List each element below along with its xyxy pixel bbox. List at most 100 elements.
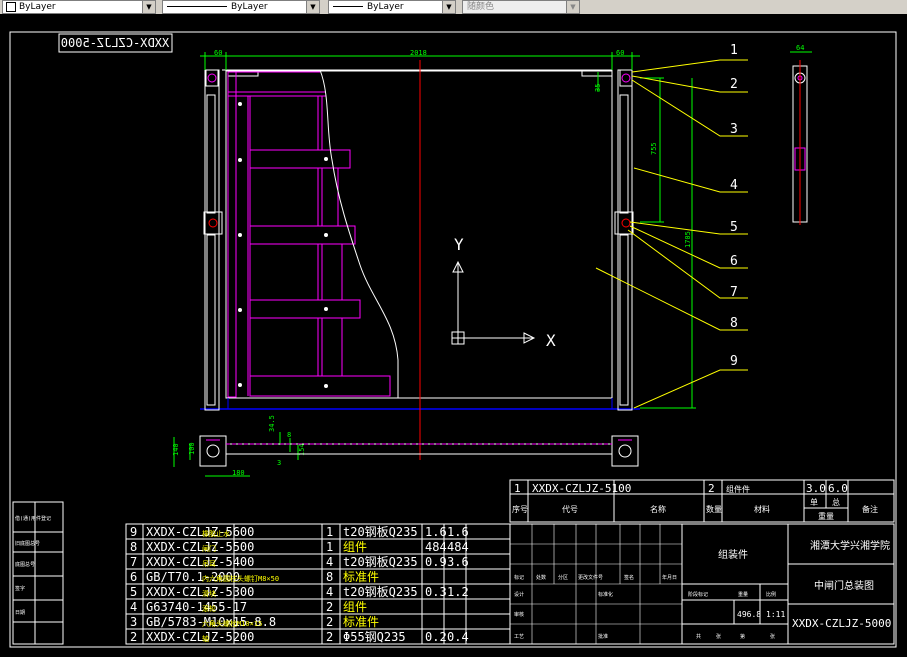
gate-side-view	[792, 60, 808, 225]
bom-cell-qty: 2	[326, 600, 333, 614]
lineweight-value: ByLayer	[367, 2, 404, 12]
svg-text:批准: 批准	[598, 633, 608, 640]
bom-cell-w2: 1.6	[447, 525, 469, 539]
svg-text:共: 共	[696, 633, 701, 640]
bom-cell-material: Φ55钢Q235	[343, 630, 406, 644]
bom-cell-qty: 4	[326, 585, 333, 599]
bom-cell-w2: 1.2	[447, 585, 469, 599]
svg-text:1705: 1705	[684, 231, 692, 248]
bom-cell-qty: 1	[326, 525, 333, 539]
cad-drawing[interactable]: XXDX-CZLJZ-5000	[0, 14, 907, 652]
linetype-preview	[167, 6, 227, 7]
svg-text:数量: 数量	[706, 504, 722, 514]
svg-text:标准化: 标准化	[598, 591, 613, 598]
svg-text:1: 1	[730, 43, 738, 58]
svg-text:旧底图总号: 旧底图总号	[15, 540, 40, 547]
color-swatch-icon	[6, 2, 16, 12]
bom-cell-material: 组件	[343, 540, 367, 554]
svg-text:34.5: 34.5	[268, 415, 276, 432]
chevron-down-icon[interactable]: ▼	[306, 1, 319, 13]
bom-cell-code: G63740-1455-17	[146, 600, 247, 614]
svg-text:代号: 代号	[562, 504, 578, 514]
bom-cell-code: GB/T70.1-2000	[146, 570, 240, 584]
svg-text:设计: 设计	[514, 591, 524, 598]
svg-text:底图总号: 底图总号	[15, 561, 35, 568]
bom-cell-code: XXDX-CZLJZ-5200	[146, 630, 254, 644]
svg-text:60: 60	[616, 49, 624, 57]
bom-cell-no: 5	[130, 585, 137, 599]
bom-cell-qty: 4	[326, 555, 333, 569]
bom-upper-grid	[509, 479, 895, 523]
svg-text:重量: 重量	[738, 591, 748, 598]
svg-text:日期: 日期	[15, 610, 25, 616]
properties-toolbar: ByLayer ▼ ByLayer ▼ ByLayer ▼ 随颜色 ▼	[0, 0, 907, 14]
svg-text:7: 7	[730, 285, 738, 300]
svg-text:名称: 名称	[650, 504, 666, 514]
weight-value: 496.8	[737, 610, 761, 619]
bom-cell-name: 轴	[202, 634, 209, 643]
bom-cell-no: 7	[130, 555, 137, 569]
svg-text:签字: 签字	[15, 585, 25, 592]
title-block-grid	[509, 523, 895, 645]
svg-text:签名: 签名	[624, 574, 634, 581]
drawing-code: XXDX-CZLJZ-5000	[792, 617, 891, 630]
bom-cell-material: t20钢板Q235	[343, 525, 418, 539]
svg-text:张: 张	[716, 633, 721, 640]
svg-text:组件件: 组件件	[726, 484, 750, 494]
svg-text:6.0: 6.0	[828, 482, 848, 495]
bom-cell-material: 标准件	[343, 615, 379, 629]
plotstyle-control[interactable]: 随颜色 ▼	[462, 0, 580, 14]
ucs-x-label: X	[546, 331, 556, 350]
svg-text:154: 154	[298, 443, 306, 456]
bom-cell-name: 闸门	[202, 544, 216, 553]
bom-cell-name: 滚轮	[202, 604, 216, 613]
svg-text:2018: 2018	[410, 49, 427, 57]
svg-text:第: 第	[740, 633, 745, 640]
bom-upper-text: 1 XXDX-CZLJZ-5100 2 组件件 3.0 6.0	[514, 482, 848, 495]
bom-header-text: 序号 代号 名称 数量 材料 单 总 重量 备注	[512, 497, 878, 521]
bom-cell-code: XXDX-CZLJZ-5400	[146, 555, 254, 569]
bom-cell-material: 组件	[343, 600, 367, 614]
svg-text:比例: 比例	[766, 591, 776, 598]
bom-cell-w1: 0.9	[425, 555, 447, 569]
chevron-down-icon[interactable]: ▼	[566, 1, 579, 13]
school-name: 湘潭大学兴湘学院	[810, 539, 890, 552]
svg-text:借(通)用件登记: 借(通)用件登记	[15, 515, 51, 522]
svg-text:35: 35	[594, 84, 602, 92]
title-block-values: 组装件 湘潭大学兴湘学院 中闸门总装图 XXDX-CZLJZ-5000 496.…	[718, 539, 891, 630]
svg-text:工艺: 工艺	[514, 634, 524, 640]
svg-text:张: 张	[770, 633, 775, 640]
chevron-down-icon[interactable]: ▼	[142, 1, 155, 13]
drawing-frame	[9, 31, 897, 648]
bom-cell-code: XXDX-CZLJZ-5500	[146, 540, 254, 554]
callout-numbers: 1 2 3 4 5 6 7 8 9	[730, 43, 738, 369]
mirrored-code-text: XXDX-CZLJZ-5000	[61, 36, 169, 50]
svg-text:8: 8	[287, 431, 291, 439]
color-control[interactable]: ByLayer ▼	[2, 0, 156, 14]
svg-text:单: 单	[810, 497, 818, 507]
svg-text:总: 总	[832, 497, 840, 507]
bom-cell-material: t20钢板Q235	[343, 585, 418, 599]
svg-text:755: 755	[650, 142, 658, 155]
bom-cell-qty: 8	[326, 570, 333, 584]
svg-text:标记: 标记	[514, 574, 524, 581]
chevron-down-icon[interactable]: ▼	[442, 1, 455, 13]
dimension-texts: 60 2018 60 35 755 1705 64 140 100 180 34…	[172, 44, 804, 477]
callout-leaders	[595, 59, 748, 409]
bom-cell-w2: 484	[447, 540, 469, 554]
bom-cell-w1: 1.6	[425, 525, 447, 539]
svg-text:180: 180	[232, 469, 245, 477]
svg-text:140: 140	[172, 443, 180, 456]
svg-text:3: 3	[277, 459, 281, 467]
drawing-canvas[interactable]: XXDX-CZLJZ-5000	[0, 14, 907, 652]
bom-cell-no: 4	[130, 600, 137, 614]
plotstyle-value: 随颜色	[467, 2, 495, 12]
side-strip	[12, 501, 64, 645]
linetype-control[interactable]: ByLayer ▼	[162, 0, 320, 14]
svg-text:材料: 材料	[754, 504, 770, 514]
lineweight-control[interactable]: ByLayer ▼	[328, 0, 456, 14]
bom-cell-w2: 3.6	[447, 555, 469, 569]
gate-front-view	[200, 60, 640, 460]
svg-text:1: 1	[514, 482, 521, 495]
